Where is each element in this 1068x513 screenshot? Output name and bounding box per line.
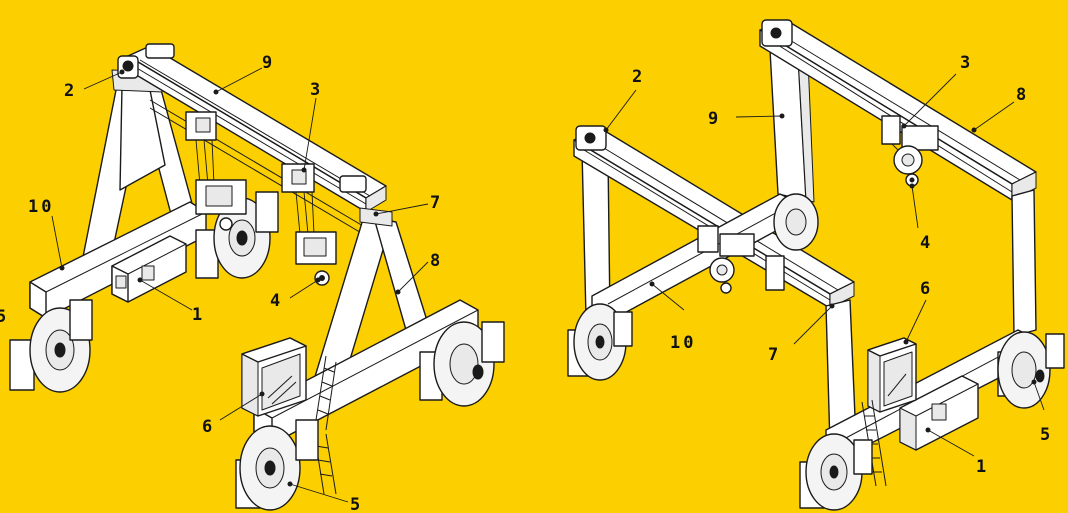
left-engine-box	[111, 235, 187, 303]
right-label-9: 9	[708, 109, 721, 129]
right-wheel-back-mid	[765, 193, 819, 291]
left-label-10: 10	[28, 197, 54, 217]
right-callouts: 2 9 3 8 4 6 10 7 5 1	[603, 53, 1053, 477]
left-gantry-crane: 2 9 3 7 8 4 1 10 5 6 5	[0, 43, 505, 513]
left-label-5: 5	[350, 495, 363, 513]
left-front-a-frame	[305, 207, 431, 407]
right-engine-box	[899, 375, 979, 451]
right-front-hoist	[697, 225, 755, 294]
right-label-4: 4	[920, 233, 933, 253]
right-label-6: 6	[920, 279, 933, 299]
right-label-10: 10	[670, 333, 696, 353]
right-label-5: 5	[1040, 425, 1053, 445]
left-hoist-1	[185, 111, 247, 231]
right-label-2: 2	[632, 67, 645, 87]
right-label-8: 8	[1016, 85, 1029, 105]
left-label-9: 9	[262, 53, 275, 73]
left-label-5-partial: 5	[0, 307, 9, 327]
left-label-6: 6	[202, 417, 215, 437]
left-callouts: 2 9 3 7 8 4 1 10 5 6 5	[0, 53, 443, 513]
left-label-1: 1	[192, 305, 205, 325]
left-end-trucks	[117, 43, 367, 193]
left-hoist-2	[281, 163, 337, 286]
right-wheel-right	[997, 331, 1065, 409]
right-wheel-back-left	[567, 303, 633, 381]
left-wheel-front-left	[235, 419, 319, 511]
right-label-3: 3	[960, 53, 973, 73]
right-label-7: 7	[768, 345, 781, 365]
right-wheel-front	[799, 433, 873, 511]
left-operator-cab	[241, 337, 307, 417]
left-wheel-front-right	[419, 321, 505, 407]
right-back-leg	[769, 49, 815, 203]
left-label-2: 2	[64, 81, 77, 101]
right-gantry-crane: 2 9 3 8 4 6 10 7 5 1	[567, 19, 1065, 511]
right-operator-cab	[867, 337, 917, 413]
right-back-right-leg	[1011, 189, 1037, 337]
right-label-1: 1	[976, 457, 989, 477]
left-label-7: 7	[430, 193, 443, 213]
left-label-3: 3	[310, 80, 323, 100]
right-back-hoist	[881, 115, 939, 187]
left-label-4: 4	[270, 291, 283, 311]
left-label-8: 8	[430, 251, 443, 271]
left-wheel-back-left	[9, 299, 93, 393]
